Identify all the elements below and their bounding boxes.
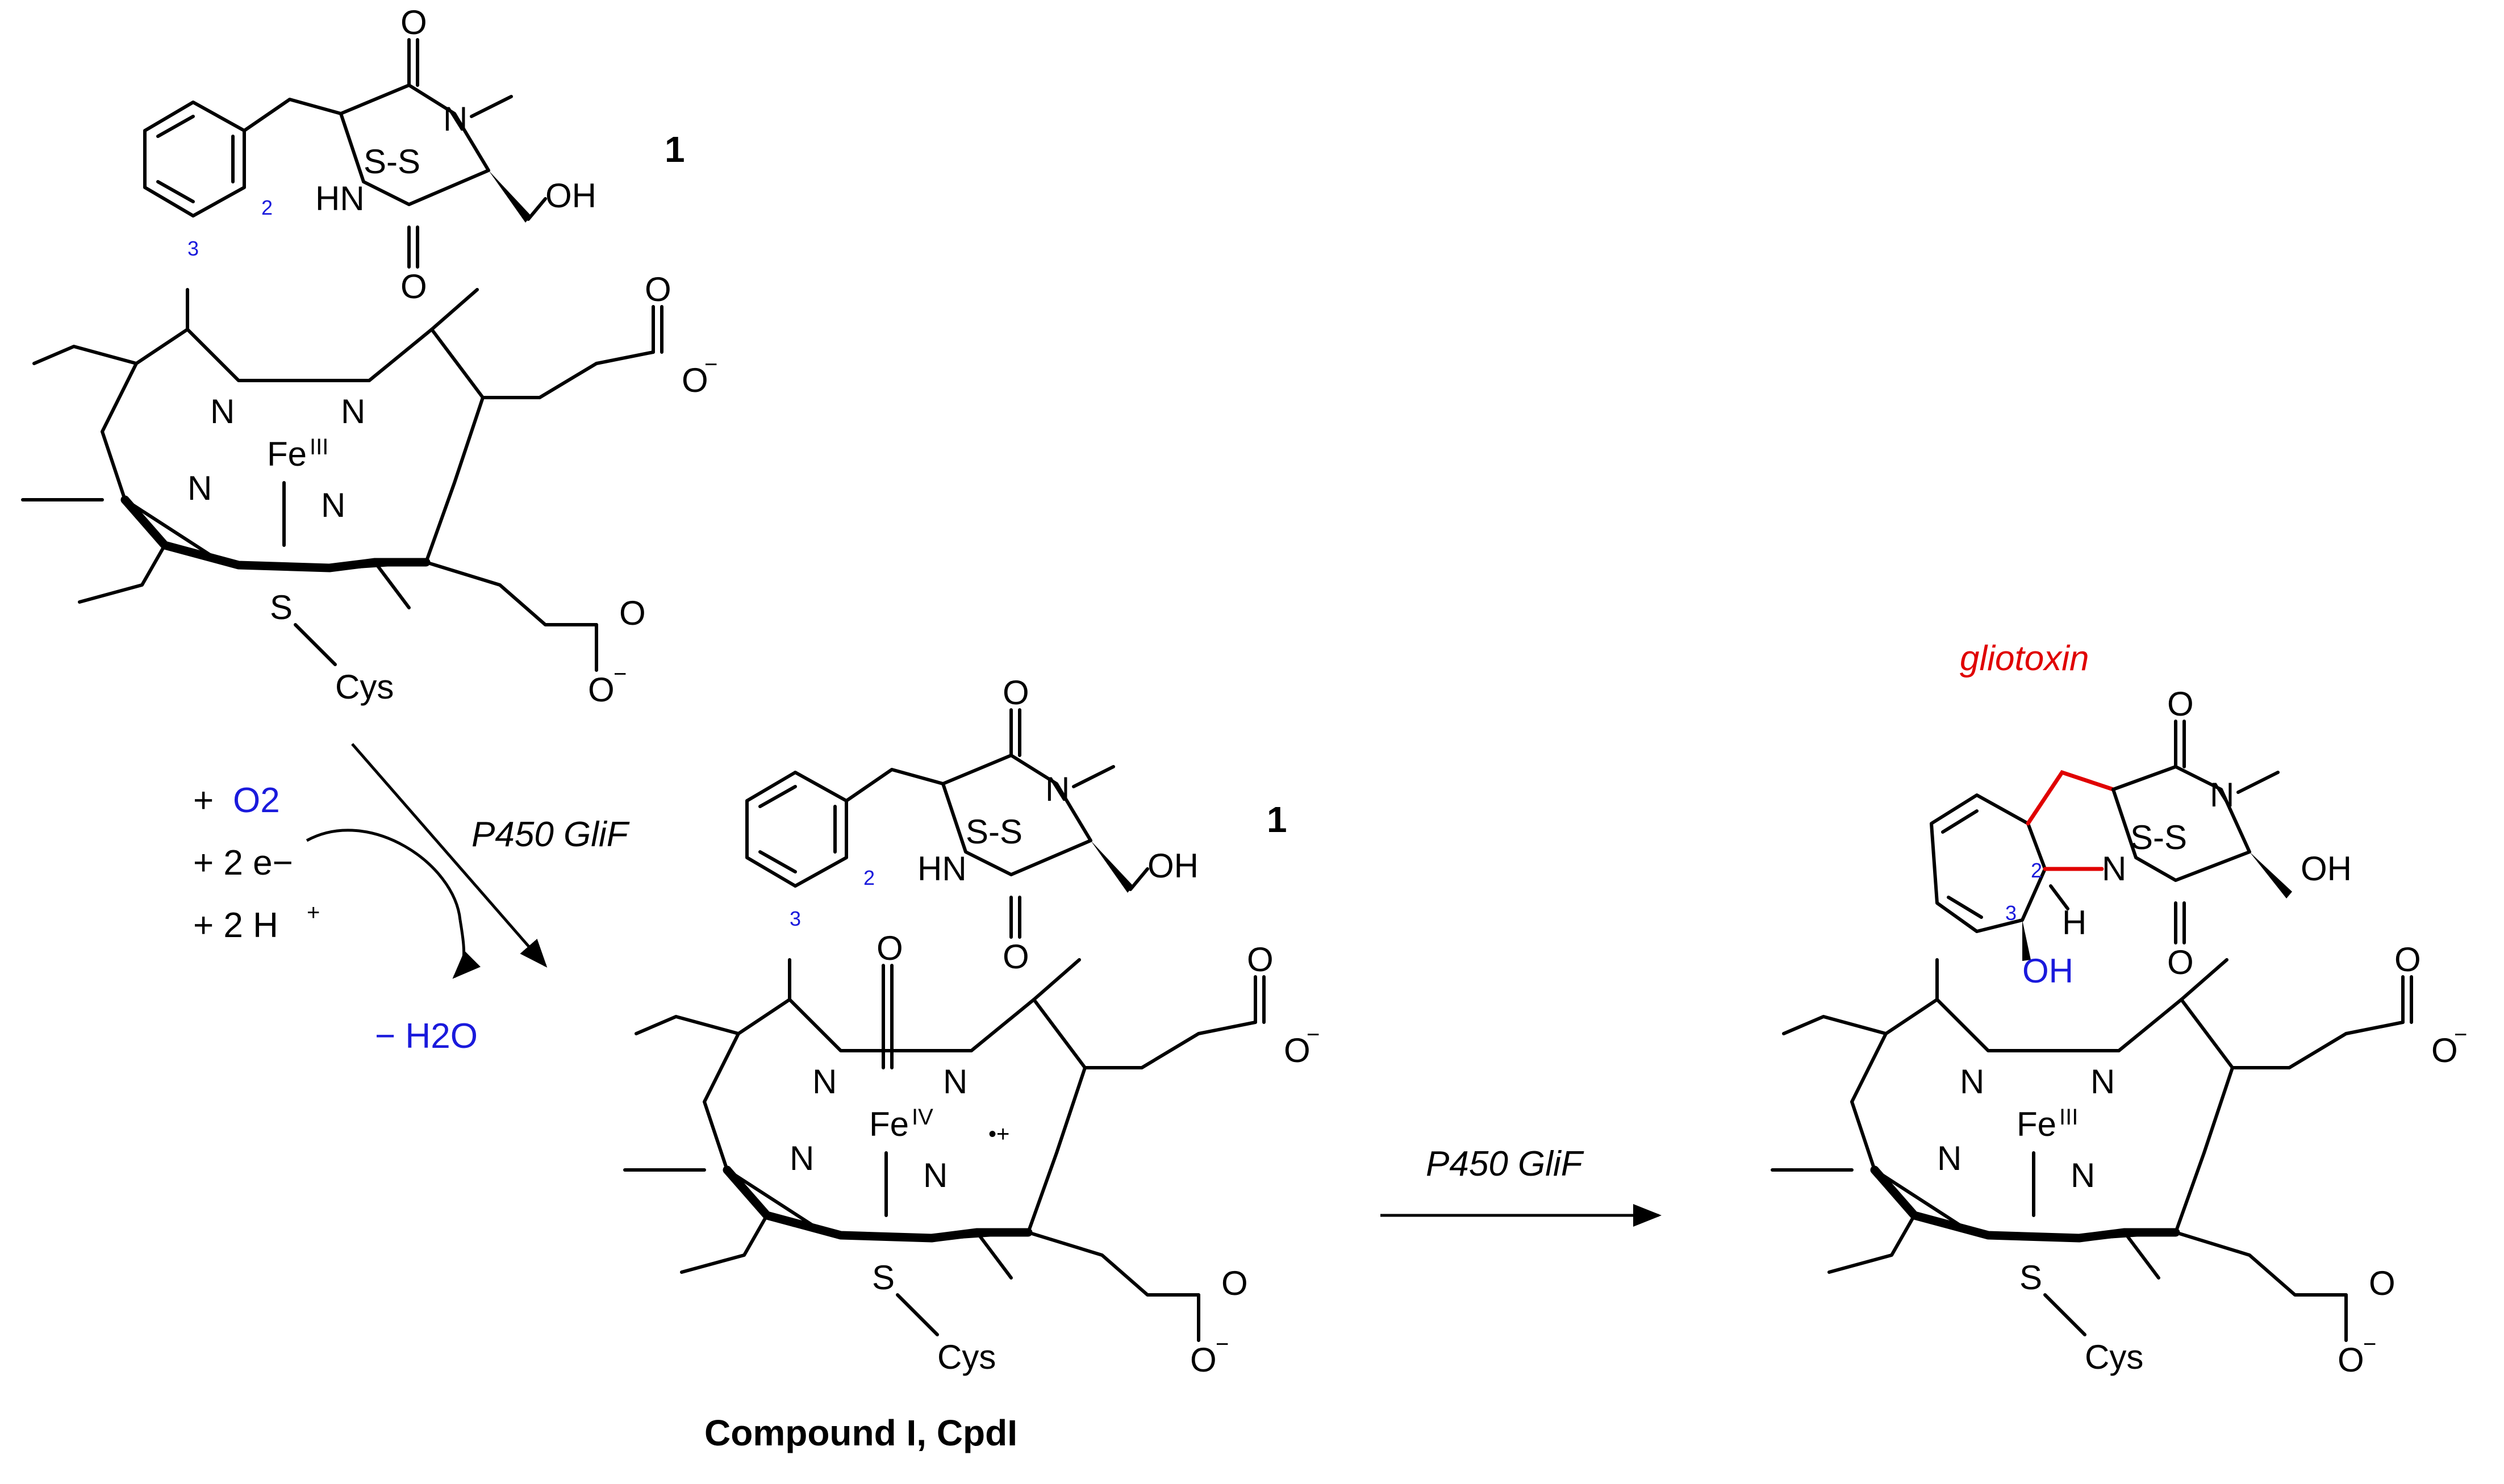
atom-s-s: S-S — [364, 143, 420, 181]
heme-n-4: N — [321, 486, 345, 524]
position-2-label: 2 — [261, 196, 273, 219]
atom-oh: OH — [1147, 847, 1199, 885]
position-2-label: 2 — [863, 866, 875, 889]
reaction-arrow-2: P450 GliF — [1380, 1144, 1662, 1227]
product-o-bottom: O — [2167, 943, 2194, 981]
heme-compound-i: O N N N N Fe IV •+ S Cys O O − O O − — [623, 929, 1320, 1379]
gliotoxin-product: gliotoxin O N S-S N O OH 2 3 H OH — [1930, 639, 2352, 990]
product-h: H — [2062, 904, 2086, 942]
heme-fe-oxidation: IV — [912, 1105, 933, 1130]
reagent-o2-prefix: + — [193, 781, 214, 820]
atom-oh: OH — [545, 177, 596, 215]
heme-n-2: N — [943, 1063, 967, 1101]
heme-cys: Cys — [937, 1338, 996, 1376]
carboxylate-o-4: O — [588, 671, 615, 709]
product-oh-side: OH — [2301, 850, 2352, 888]
carboxylate-minus-2: − — [2363, 1332, 2376, 1357]
reagent-protons: + 2 H — [193, 906, 278, 945]
heme-thiolate-s: S — [270, 588, 293, 626]
product-name: gliotoxin — [1960, 639, 2089, 678]
heme-fe-oxidation: III — [310, 434, 328, 459]
atom-n-methyl: N — [443, 100, 468, 138]
heme-fe: Fe — [2017, 1105, 2056, 1143]
carboxylate-o-4: O — [1190, 1341, 1217, 1379]
heme-fe: Fe — [267, 435, 307, 473]
heme-n-4: N — [2071, 1156, 2095, 1194]
product-n-methyl: N — [2210, 776, 2234, 814]
carboxylate-o-1: O — [1247, 940, 1274, 979]
reagent-o2: O2 — [233, 781, 280, 820]
carboxylate-minus-1: − — [704, 352, 717, 377]
heme-n-4: N — [923, 1156, 948, 1194]
byproduct-water: − H2O — [375, 1017, 478, 1056]
carboxylate-minus-1: − — [1307, 1022, 1320, 1047]
cpdI-radical-cation: •+ — [988, 1122, 1009, 1147]
heme-thiolate-s: S — [2019, 1259, 2042, 1297]
heme-n-2: N — [341, 392, 365, 430]
heme-cys: Cys — [335, 668, 394, 706]
product-position-3: 3 — [2005, 901, 2017, 925]
reaction-arrow-1: P450 GliF + O2 + 2 e− + 2 H + − H2O — [193, 743, 630, 1056]
heme-n-1: N — [1960, 1063, 1984, 1101]
carboxylate-o-3: O — [619, 594, 646, 632]
compound-number-1-middle: 1 — [1267, 799, 1287, 840]
reaction-1-enzyme: P450 GliF — [471, 815, 630, 854]
substrate-1-top: 2 3 O N S-S HN O OH 1 — [143, 3, 685, 306]
carboxylate-o-4: O — [2338, 1341, 2364, 1379]
atom-hn: HN — [315, 179, 365, 218]
atom-n-methyl: N — [1045, 770, 1070, 808]
carboxylate-o-2: O — [682, 361, 708, 399]
product-s-s: S-S — [2130, 818, 2187, 856]
heme-n-3: N — [187, 469, 212, 507]
atom-hn: HN — [917, 850, 967, 888]
substrate-1-middle: 2 3 O N S-S HN O OH 1 — [745, 674, 1287, 976]
heme-resting-right: N N N N Fe III S Cys O O − O O − — [1771, 940, 2467, 1379]
atom-s-s: S-S — [966, 813, 1023, 851]
product-o-top: O — [2167, 685, 2194, 723]
carboxylate-o-3: O — [2369, 1264, 2396, 1302]
product-oh-ring: OH — [2022, 952, 2073, 990]
carboxylate-minus-1: − — [2454, 1022, 2467, 1047]
atom-o-top: O — [400, 3, 427, 41]
heme-n-3: N — [790, 1139, 814, 1177]
carboxylate-minus-2: − — [614, 662, 627, 687]
atom-o-bottom: O — [400, 267, 427, 306]
carboxylate-minus-2: − — [1216, 1332, 1229, 1357]
position-3-label: 3 — [790, 907, 801, 930]
heme-n-2: N — [2090, 1063, 2115, 1101]
heme-cys: Cys — [2085, 1338, 2143, 1376]
carboxylate-o-2: O — [2431, 1031, 2458, 1069]
position-3-label: 3 — [187, 237, 199, 260]
heme-fe-oxidation: III — [2059, 1105, 2078, 1130]
compound-number-1-top: 1 — [665, 129, 685, 170]
carboxylate-o-1: O — [2394, 940, 2421, 979]
carboxylate-o-2: O — [1284, 1031, 1311, 1069]
heme-resting: N N N N Fe III S Cys O O − O O − — [21, 270, 717, 709]
reagent-electrons: + 2 e− — [193, 843, 293, 883]
carboxylate-o-3: O — [1221, 1264, 1248, 1302]
heme-n-1: N — [812, 1063, 837, 1101]
atom-o-top: O — [1003, 674, 1029, 712]
heme-n-1: N — [210, 392, 235, 430]
reagent-protons-sup: + — [307, 900, 320, 925]
heme-fe: Fe — [869, 1105, 909, 1143]
heme-n-3: N — [1937, 1139, 1962, 1177]
cpdI-oxo-o: O — [877, 929, 903, 967]
product-position-2: 2 — [2031, 859, 2042, 882]
benzene-ring — [143, 101, 246, 218]
intermediate-label: Compound I, CpdI — [704, 1412, 1017, 1453]
product-n-ring: N — [2102, 850, 2126, 888]
reaction-2-enzyme: P450 GliF — [1426, 1144, 1584, 1184]
atom-o-bottom: O — [1003, 938, 1029, 976]
heme-thiolate-s: S — [872, 1259, 895, 1297]
carboxylate-o-1: O — [645, 270, 671, 308]
